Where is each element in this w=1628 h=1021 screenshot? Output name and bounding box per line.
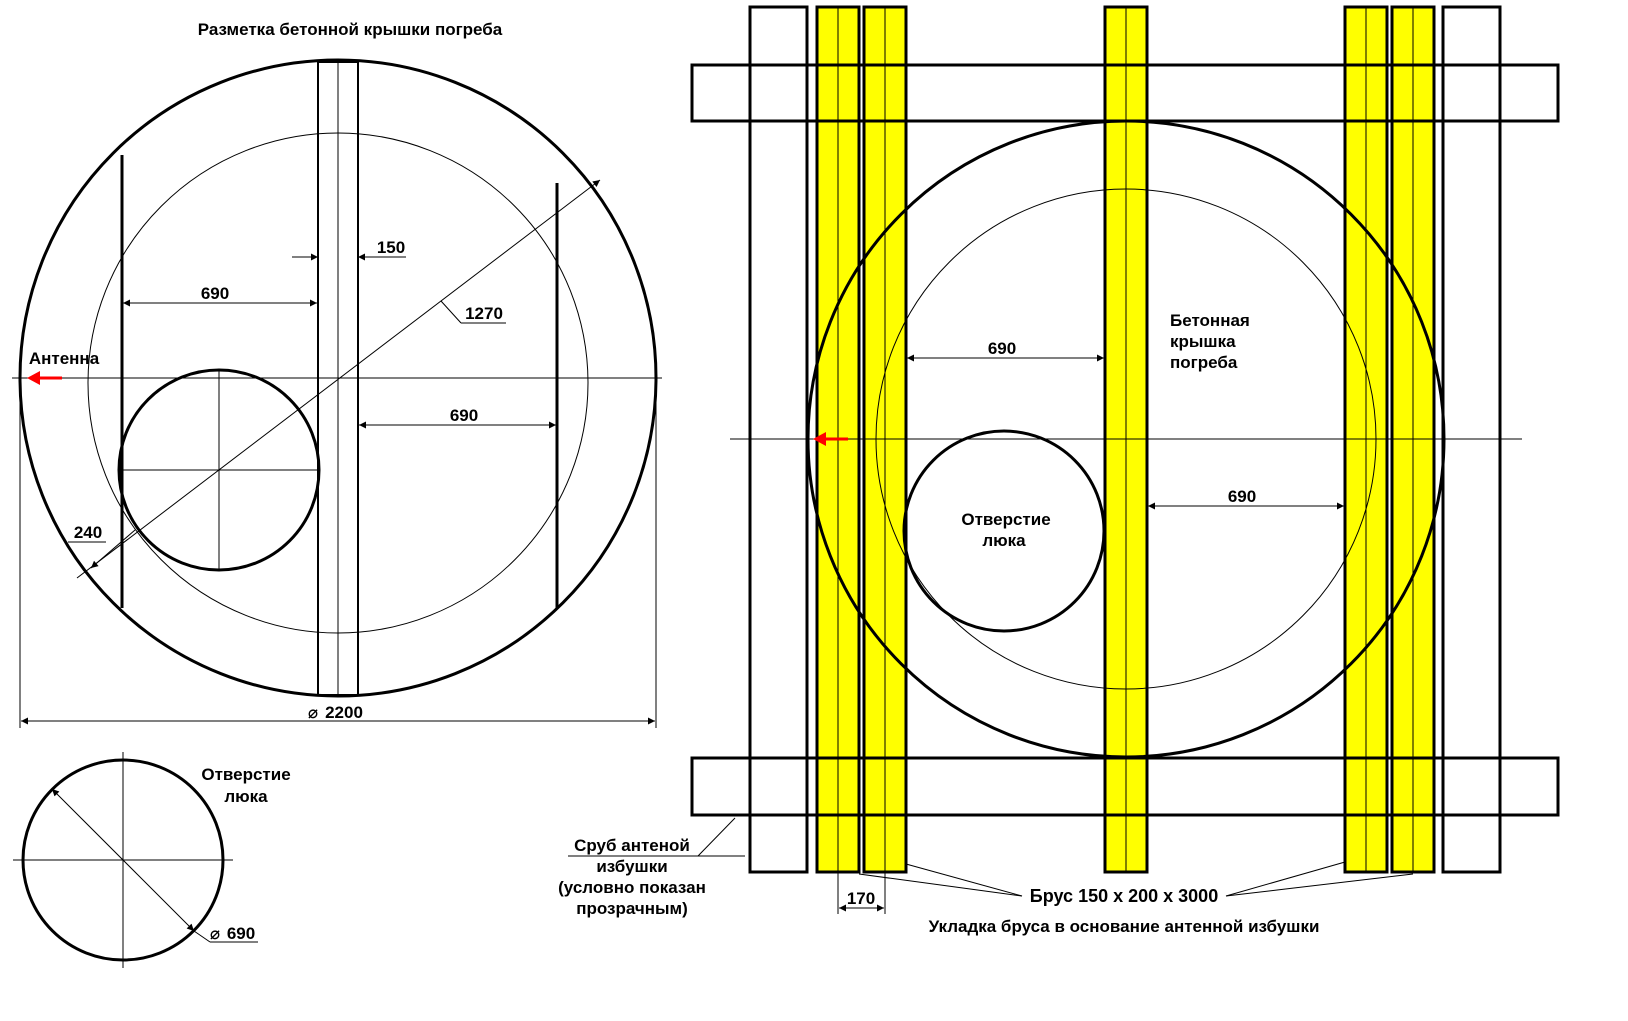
- beam-size-label: Брус 150 х 200 х 3000: [1030, 886, 1218, 906]
- right-antenna-arrow-icon: [813, 432, 826, 446]
- dimension-690-right-text: 690: [450, 406, 478, 425]
- log-frame-label-line3: (условно показан: [558, 878, 706, 897]
- beam-leader-2: [905, 863, 1023, 897]
- dimension-170-text: 170: [847, 889, 875, 908]
- log-frame-label-line2: избушки: [596, 857, 667, 876]
- log-frame-label-line4: прозрачным): [576, 899, 688, 918]
- dimension-1270-text: 1270: [465, 304, 503, 323]
- hatch-detail-view: ⌀ 690 Отверстие люка: [13, 752, 291, 968]
- cover-label-line3: погреба: [1170, 353, 1238, 372]
- hatch-label-line2: люка: [224, 787, 268, 806]
- hatch-diameter-text: 690: [227, 924, 255, 943]
- beam-layout-caption: Укладка бруса в основание антенной избуш…: [929, 917, 1320, 936]
- beam-layout-view: Отверстие люка Бетонная крышка погреба 6…: [558, 5, 1560, 936]
- antenna-arrow-icon: [27, 371, 40, 385]
- cover-label-line1: Бетонная: [1170, 311, 1250, 330]
- hatch-label-line1: Отверстие: [201, 765, 290, 784]
- dimension-240-text: 240: [74, 523, 102, 542]
- log-frame-label-line1: Сруб антеной: [574, 836, 690, 855]
- beam-leader-4: [1225, 861, 1346, 897]
- log-frame-leader: [697, 817, 736, 857]
- cover-label-line2: крышка: [1170, 332, 1236, 351]
- antenna-label: Антенна: [29, 349, 100, 368]
- hatch-opening-label-line1: Отверстие: [961, 510, 1050, 529]
- dimension-1270-leader: [440, 300, 462, 324]
- diameter-symbol-icon: ⌀: [308, 703, 318, 722]
- dimension-1270-line: [76, 179, 601, 579]
- beam-leader-5: [1225, 873, 1414, 897]
- dimension-240-arrow: [90, 529, 136, 569]
- right-dimension-690-top-text: 690: [988, 339, 1016, 358]
- dimension-690-left-text: 690: [201, 284, 229, 303]
- hatch-opening-circle: [902, 429, 1106, 633]
- dimension-150-text: 150: [377, 238, 405, 257]
- hatch-diameter-symbol-icon: ⌀: [210, 924, 220, 943]
- cover-plan-title: Разметка бетонной крышки погреба: [198, 20, 503, 39]
- hatch-detail-leader: [193, 930, 211, 943]
- beam-leader-1: [858, 873, 1023, 897]
- hatch-opening-label-line2: люка: [982, 531, 1026, 550]
- right-dimension-690-bottom-text: 690: [1228, 487, 1256, 506]
- cover-plan-view: Разметка бетонной крышки погреба 1270 24…: [12, 20, 662, 728]
- hatch-detail-diameter-line: [51, 788, 195, 932]
- diameter-2200-text: 2200: [325, 703, 363, 722]
